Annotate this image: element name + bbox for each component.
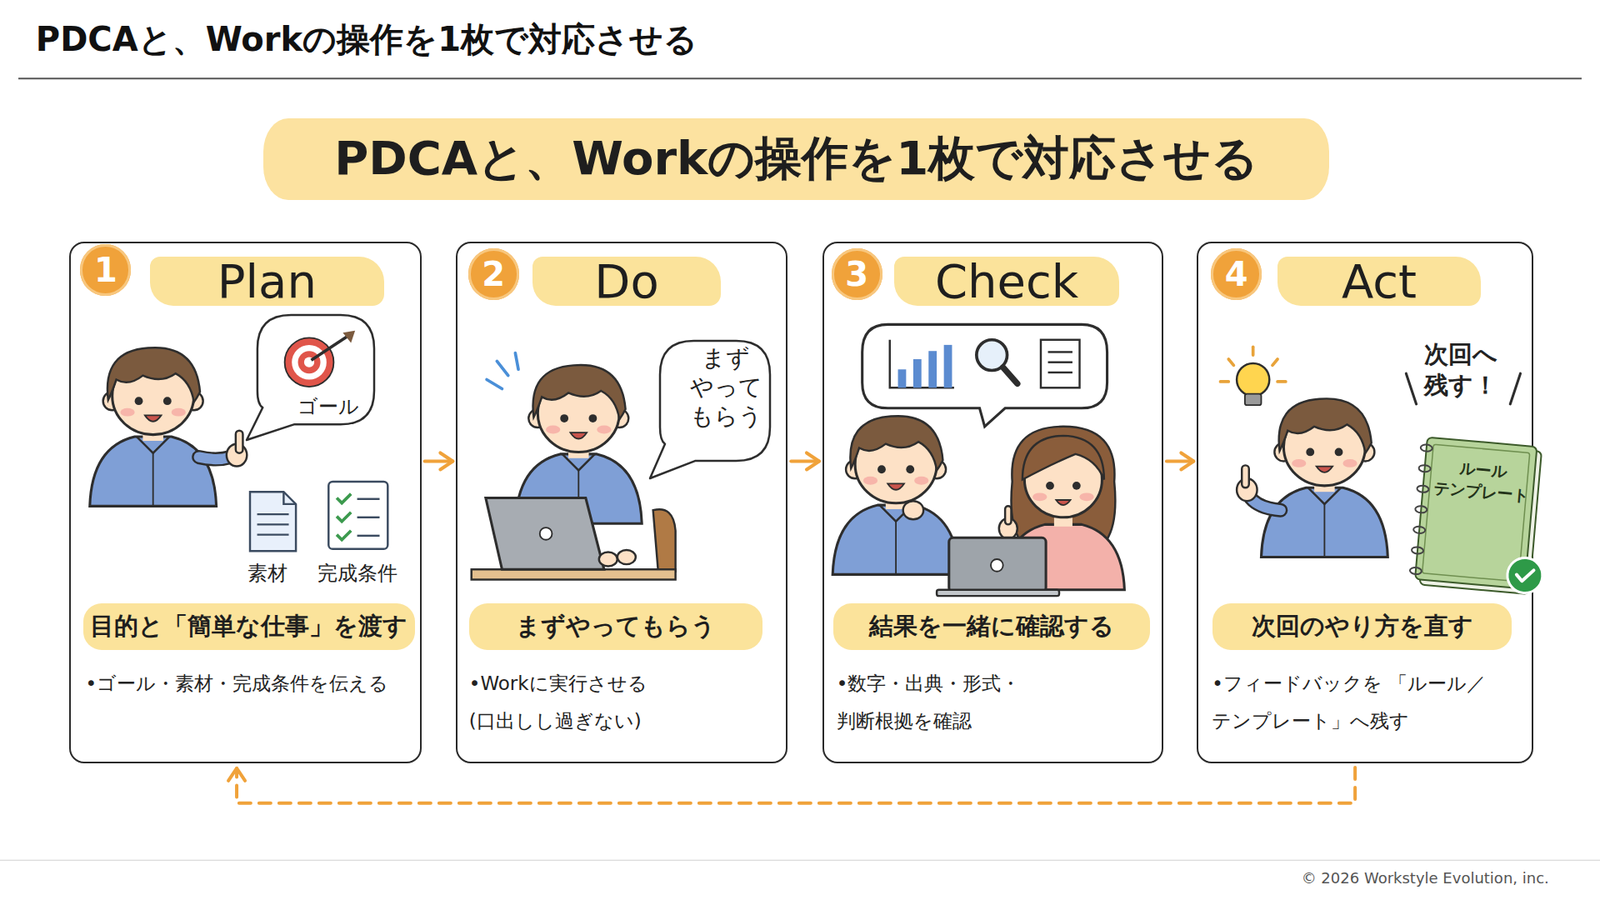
phase-bullet: •ゴール・素材・完成条件を伝える [85, 665, 417, 703]
icon-caption: 素材 [247, 560, 288, 587]
flow-arrow [228, 767, 1355, 804]
arrow-head [228, 768, 245, 781]
notebook-text: ルール テンプレート [1430, 455, 1534, 506]
phase-heading: Do [532, 256, 722, 306]
band-text: まずやってもらう [515, 610, 716, 644]
band-text: 結果を一緒に確認する [869, 610, 1115, 644]
notebook-cover [1415, 436, 1537, 589]
phase-card: Act•フィードバックを 「ルール／テンプレート」へ残す4ルール テンプレート次… [1196, 241, 1534, 764]
summary-band: まずやってもらう [469, 603, 764, 650]
flow-arrow [1166, 452, 1194, 470]
speech-bubble: まず やって もらう [647, 338, 773, 481]
step-digit: 2 [481, 257, 505, 291]
step-number: 4 [1210, 248, 1262, 300]
arrow-head [1180, 452, 1194, 470]
notebook-ring [1415, 505, 1428, 513]
phase-heading: Act [1277, 256, 1482, 306]
summary-band: 次回のやり方を直す [1212, 603, 1512, 650]
bubble-outline [244, 312, 377, 443]
bubble-path [650, 340, 770, 479]
band-text: 目的と「簡単な仕事」を渡す [90, 610, 408, 644]
title-banner: PDCAと、Workの操作を1枚で対応させる [263, 118, 1330, 200]
callout-text: 次回へ 残す！ [1419, 339, 1503, 400]
phase-card: Check •数字・出典・形式・ 判断根拠を確認 3 結果を一緒に確認する [822, 241, 1164, 764]
rule-notebook: ルール テンプレート [1408, 435, 1541, 594]
phase-card: Plan •ゴール・素材・完成条件を伝える 1 ゴール目的と「簡単な仕事」を渡す [69, 241, 421, 764]
copyright: © 2026 Workstyle Evolution, inc. [1301, 869, 1550, 887]
notebook-ring [1409, 566, 1422, 575]
step-number: 2 [468, 248, 520, 300]
phase-card: Do •Workに実行させる (口出しし過ぎない) 2 まず やって もらうまずやって… [455, 241, 788, 764]
check-badge [1505, 555, 1545, 595]
band-text: 次回のやり方を直す [1251, 610, 1474, 644]
bubble-path [246, 315, 375, 440]
phase-heading: Check [894, 256, 1119, 306]
bubble-text: まず やって もらう [684, 343, 768, 431]
summary-band: 結果を一緒に確認する [833, 603, 1150, 650]
arrow-head [440, 452, 453, 470]
phase-bullet: •Workに実行させる (口出しし過ぎない) [469, 665, 784, 740]
banner-title: PDCAと、Workの操作を1枚で対応させる [334, 127, 1259, 191]
notebook-ring [1420, 444, 1433, 452]
notebook-ring [1418, 464, 1431, 472]
icon-caption: 完成条件 [317, 560, 398, 587]
check-mark [1515, 568, 1534, 582]
slide-title: PDCAと、Workの操作を1枚で対応させる [35, 15, 698, 62]
bubble-text: ゴール [297, 394, 360, 420]
step-digit: 4 [1225, 257, 1249, 291]
arrow-head [806, 452, 820, 470]
notebook-ring [1416, 485, 1430, 493]
speech-bubble: ゴール [244, 312, 377, 443]
step-digit: 3 [845, 257, 869, 291]
flow-arrow [425, 452, 454, 470]
phase-bullet: •フィードバックを 「ルール／テンプレート」へ残す [1211, 665, 1530, 740]
arrow-line [236, 767, 1355, 804]
step-number: 1 [80, 244, 131, 295]
summary-band: 目的と「簡単な仕事」を渡す [83, 603, 415, 650]
flow-arrow [790, 452, 820, 470]
phase-bullet: •数字・出典・形式・ 判断根拠を確認 [836, 665, 1160, 740]
notebook-ring [1411, 545, 1425, 554]
notebook-page [1419, 441, 1541, 595]
notebook-ring [1413, 525, 1426, 534]
step-number: 3 [831, 248, 883, 300]
step-digit: 1 [94, 253, 118, 287]
phase-heading: Plan [150, 256, 385, 306]
